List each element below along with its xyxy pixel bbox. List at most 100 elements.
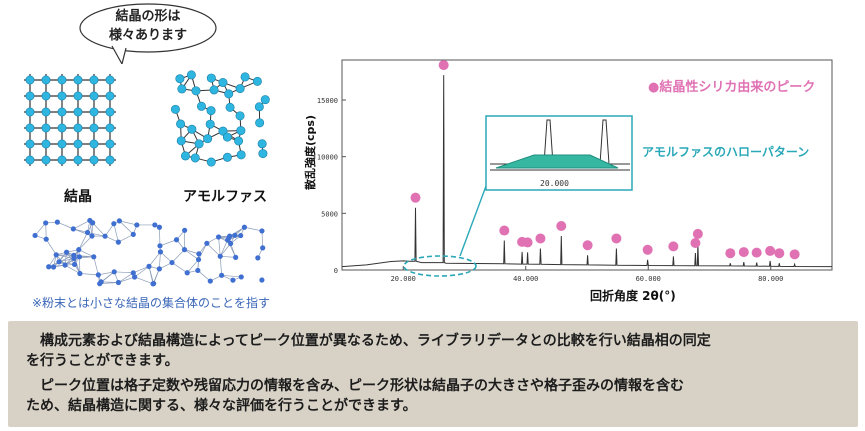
peak-marker — [499, 225, 510, 236]
amorphous-atom — [235, 84, 245, 94]
amorphous-atom — [240, 72, 250, 82]
powder-bond — [219, 239, 228, 257]
powder-bond — [93, 256, 99, 275]
amorphous-atom — [255, 118, 265, 128]
powder-particle — [230, 277, 236, 283]
powder-bond — [79, 273, 99, 276]
x-tick-label: 40.000 — [513, 275, 538, 283]
powder-particle — [56, 259, 62, 265]
powder-particle — [184, 270, 190, 276]
powder-bond — [58, 261, 75, 265]
peak-marker — [410, 192, 421, 203]
powder-particle — [77, 270, 83, 277]
powder-particle — [259, 228, 265, 234]
amorphous-atom — [205, 119, 215, 129]
powder-particle — [238, 232, 244, 239]
amorphous-atom — [236, 150, 246, 160]
powder-particle — [63, 249, 70, 255]
paragraph-1-line-1: 構成元素および結晶構造によってピーク位置が異なるため、ライブラリデータとの比較を… — [26, 333, 711, 349]
amorphous-atom — [209, 85, 219, 95]
powder-bond — [78, 235, 93, 250]
powder-bond — [114, 271, 134, 274]
powder-particle — [150, 281, 156, 287]
powder-bond — [119, 220, 134, 235]
x-axis-label: 回折角度 2θ(°) — [590, 288, 676, 303]
amorphous-atom — [175, 74, 185, 84]
powder-bond — [148, 251, 161, 267]
lattice-atom — [25, 123, 35, 133]
powder-particle — [76, 254, 83, 260]
crystal-lattice — [24, 74, 116, 166]
lattice-atom — [73, 107, 83, 117]
lattice-atom — [57, 123, 67, 133]
powder-particle — [219, 272, 225, 278]
powder-particle — [54, 219, 60, 225]
powder-particle — [32, 232, 38, 239]
powder-particle — [116, 218, 122, 224]
inset-tick: 20.000 — [540, 179, 569, 188]
lattice-atom — [89, 139, 99, 149]
powder-bond — [159, 239, 177, 247]
lattice-atom — [105, 75, 115, 85]
powder-particle — [71, 255, 77, 261]
powder-particle — [84, 229, 91, 236]
powder-bond — [118, 276, 135, 283]
powder-bond — [98, 271, 115, 276]
diffraction-pattern-line — [341, 75, 833, 268]
powder-particle — [111, 269, 117, 275]
powder-bond — [78, 249, 94, 258]
amorphous-atom — [222, 152, 232, 162]
bubble-line-1: 結晶の形は — [115, 9, 181, 24]
lattice-atom — [73, 139, 83, 149]
powder-particle — [71, 261, 78, 268]
powder-bond — [158, 251, 161, 269]
powder-particle — [233, 254, 239, 260]
lattice-atom — [25, 107, 35, 117]
powder-particle — [62, 262, 68, 268]
lattice-atom — [57, 107, 67, 117]
powder-bond — [148, 266, 154, 284]
powder-bond — [56, 254, 75, 259]
paragraph-2-line-1: ピーク位置は格子定数や残留応力の情報を含み、ピーク形状は結晶子の大きさや格子歪み… — [26, 378, 684, 394]
powder-particle — [152, 222, 158, 228]
powder-particle — [76, 247, 82, 253]
lattice-atom — [25, 91, 35, 101]
powder-bond — [244, 226, 263, 232]
powder-bond — [134, 276, 154, 285]
powder-particle — [43, 220, 49, 226]
amorphous-atom — [170, 104, 180, 114]
powder-particle — [130, 231, 136, 237]
amorphous-atom — [260, 95, 270, 105]
lattice-atom — [89, 75, 99, 85]
powder-particle — [204, 240, 210, 246]
x-tick-label: 80.000 — [758, 275, 783, 283]
powder-particle — [95, 272, 101, 278]
powder-particle — [156, 266, 162, 272]
powder-particle — [215, 234, 222, 240]
amorphous-atom — [235, 111, 245, 121]
powder-bond — [87, 232, 106, 237]
powder-bond — [64, 256, 80, 266]
peak-marker — [535, 233, 546, 244]
powder-bond — [218, 236, 221, 257]
peak-marker — [725, 248, 736, 259]
lattice-atom — [41, 107, 51, 117]
powder-bond — [133, 266, 150, 274]
inset-zoom: 20.000 — [485, 115, 633, 191]
powder-bond — [92, 222, 106, 237]
peak-marker — [438, 60, 449, 71]
amorphous-atom — [252, 76, 262, 86]
powder-particle — [115, 279, 122, 286]
lattice-atom — [41, 155, 51, 165]
powder-particle — [182, 227, 188, 233]
amorphous-atom — [176, 136, 186, 146]
peak-marker — [765, 245, 776, 256]
powder-particle — [259, 277, 265, 283]
powder-aggregate — [32, 217, 266, 287]
powder-particle — [70, 226, 76, 232]
lattice-atom — [25, 139, 35, 149]
amorphous-atom — [218, 78, 228, 88]
lattice-atom — [41, 75, 51, 85]
powder-particle — [130, 270, 136, 276]
